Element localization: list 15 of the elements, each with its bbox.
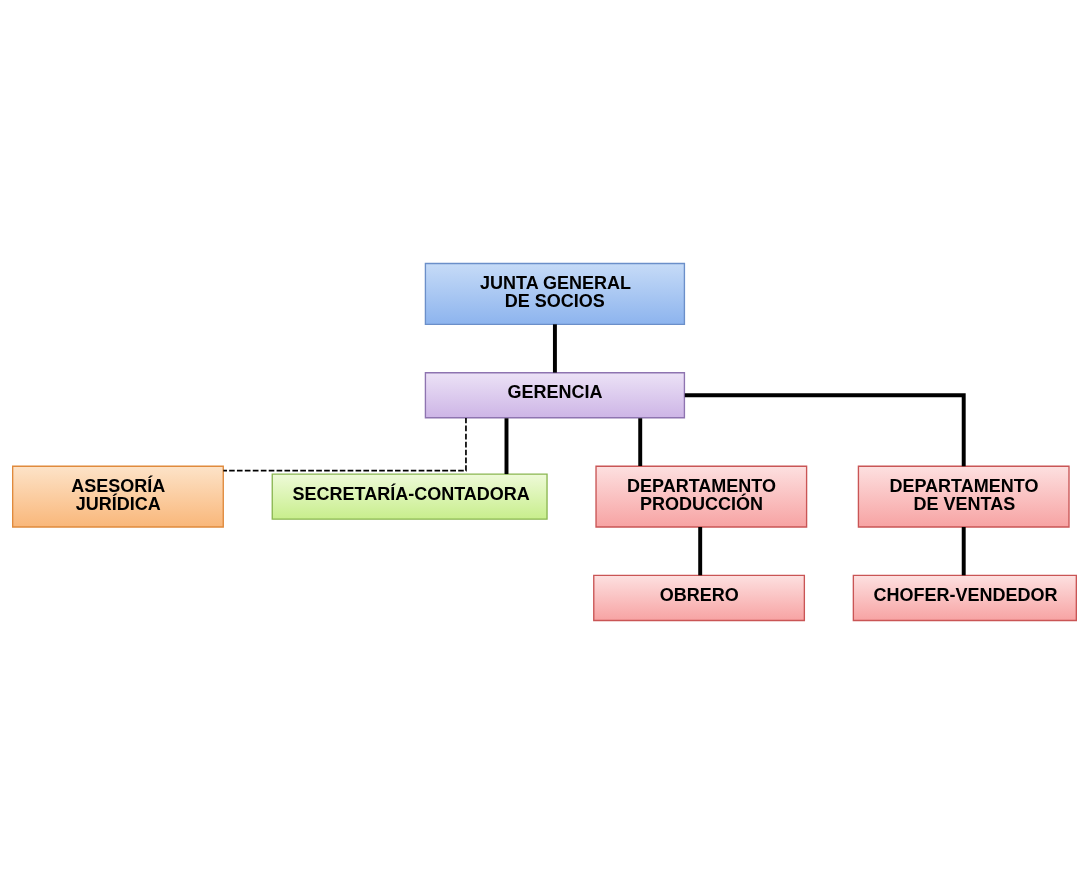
node-box: ASESORÍA JURÍDICA bbox=[12, 465, 224, 528]
node-box: DEPARTAMENTO DE VENTAS bbox=[857, 465, 1070, 528]
node-box: GERENCIA bbox=[424, 372, 686, 419]
connector bbox=[698, 527, 703, 576]
node-box: DEPARTAMENTO PRODUCCIÓN bbox=[595, 465, 808, 528]
node-box: JUNTA GENERAL DE SOCIOS bbox=[424, 262, 686, 325]
connector bbox=[552, 324, 557, 373]
node-box: SECRETARÍA-CONTADORA bbox=[271, 473, 548, 520]
connector bbox=[684, 393, 966, 467]
node-box: OBRERO bbox=[593, 574, 806, 622]
node-box: CHOFER-VENDEDOR bbox=[852, 574, 1077, 622]
connector bbox=[504, 418, 509, 475]
connector bbox=[638, 418, 643, 466]
connector bbox=[961, 527, 966, 576]
connector bbox=[222, 417, 467, 472]
